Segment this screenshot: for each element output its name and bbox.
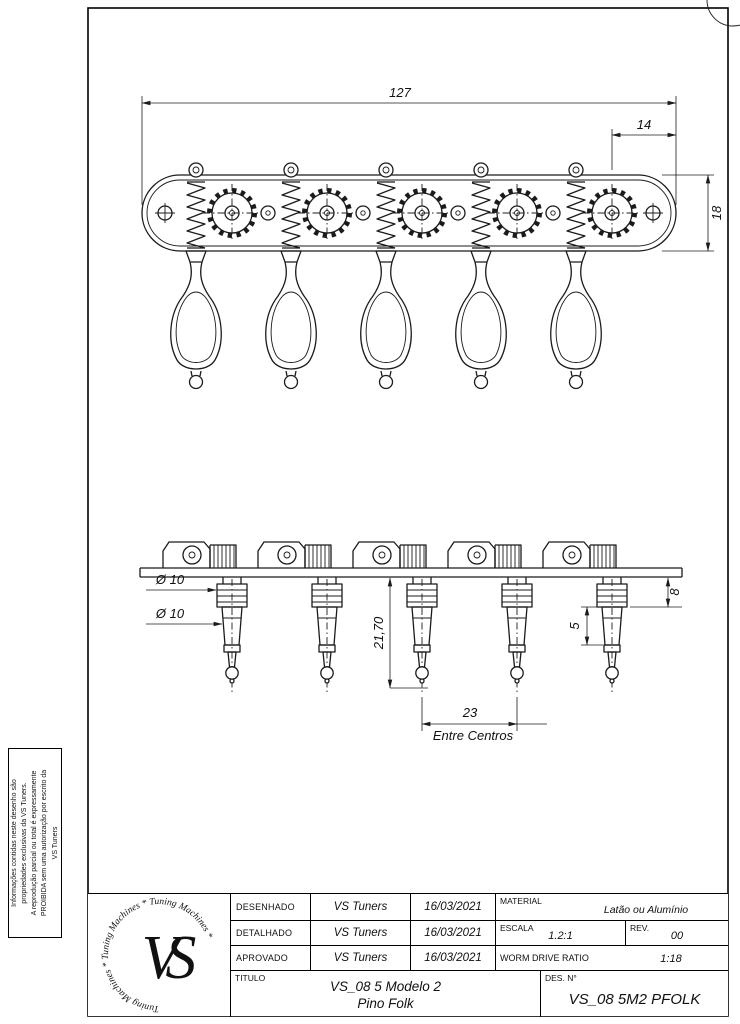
- copyright-line: PROIBIDA sem uma autorização por escrito…: [41, 769, 49, 917]
- titulo-line1: VS_08 5 Modelo 2: [329, 979, 442, 995]
- material-cell: MATERIAL Latão ou Alumínio: [495, 894, 728, 920]
- tuner-gear: [583, 184, 641, 242]
- string-post: [406, 576, 438, 693]
- rev-cell: REV. 00: [625, 920, 728, 945]
- screw-hole: [450, 205, 466, 221]
- front-view: Ø 10 Ø 10 21,70 8 5 23 Entre Centros: [139, 541, 683, 743]
- aprovado-value: VS Tuners: [310, 945, 410, 970]
- string-post: [596, 576, 628, 693]
- logo-cell: Tuning Machines * Tuning Machines * Tuni…: [88, 894, 230, 1017]
- worm-drive-ratio-label: WORM DRIVE RATIO: [500, 953, 589, 963]
- rev-value: 00: [670, 930, 684, 942]
- desenhado-date: 16/03/2021: [410, 894, 495, 920]
- desenhado-value: VS Tuners: [310, 894, 410, 920]
- escala-label: ESCALA: [500, 923, 534, 933]
- dim-center-spacing: 23: [462, 705, 478, 720]
- titulo-line2: Pino Folk: [357, 996, 414, 1011]
- tuner-button: [265, 250, 317, 390]
- copyright-line: A reprodução parcial ou total é expressa…: [31, 770, 39, 916]
- dim-total-width: 127: [389, 85, 411, 100]
- mount-hole-right: [642, 202, 664, 224]
- worm-spring: [376, 162, 396, 249]
- dim-end-offset: 14: [637, 117, 651, 132]
- title-block: Tuning Machines * Tuning Machines * Tuni…: [88, 893, 728, 1017]
- tuner-gear: [393, 184, 451, 242]
- tuner-button: [360, 250, 412, 390]
- gear-housing: [447, 541, 522, 569]
- drawing-frame: [87, 7, 729, 1017]
- dim-dia-shaft: Ø 10: [155, 606, 185, 621]
- gear-housing: [162, 541, 237, 569]
- dim-post-height: 21,70: [371, 616, 386, 650]
- worm-spring: [281, 162, 301, 249]
- copyright-notice-text: Informações contidas neste desenho são p…: [10, 751, 60, 935]
- drawing-number-cell: DES. N° VS_08 5M2 PFOLK: [540, 970, 728, 1017]
- rev-label: REV.: [630, 923, 650, 933]
- screw-hole: [355, 205, 371, 221]
- tuner-button: [550, 250, 602, 390]
- desenhado-label: DESENHADO: [230, 894, 310, 920]
- detalhado-label: DETALHADO: [230, 920, 310, 945]
- dim-bushing-height: 8: [667, 588, 682, 596]
- vs-tuners-logo: Tuning Machines * Tuning Machines * Tuni…: [101, 897, 214, 1013]
- detalhado-date: 16/03/2021: [410, 920, 495, 945]
- titulo-label: TITULO: [235, 973, 266, 983]
- tuner-button: [455, 250, 507, 390]
- string-post: [501, 576, 533, 693]
- worm-drive-ratio-cell: WORM DRIVE RATIO 1:18: [495, 945, 728, 970]
- aprovado-label: APROVADO: [230, 945, 310, 970]
- copyright-line: VS Tuners: [51, 826, 59, 860]
- gear-housing: [542, 541, 617, 569]
- titulo-cell: TITULO VS_08 5 Modelo 2 Pino Folk: [230, 970, 540, 1017]
- worm-spring: [471, 162, 491, 249]
- dim-center-spacing-label: Entre Centros: [433, 728, 514, 743]
- copyright-line: propriedades exclusivas da VS Tuners.: [21, 782, 29, 904]
- escala-value: 1.2:1: [548, 930, 573, 942]
- dim-plate-width: 18: [709, 205, 724, 220]
- copyright-notice: Informações contidas neste desenho são p…: [8, 748, 62, 938]
- plate-edge: [139, 567, 683, 578]
- tuner-gear: [298, 184, 356, 242]
- drawing-number-value: VS_08 5M2 PFOLK: [568, 990, 701, 1008]
- gear-housing: [257, 541, 332, 569]
- tuner-plate-inner-outline: [146, 179, 672, 247]
- screw-hole: [545, 205, 561, 221]
- mount-hole-left: [154, 202, 176, 224]
- escala-cell: ESCALA 1.2:1: [495, 920, 625, 945]
- tuner-button: [170, 250, 222, 390]
- material-label: MATERIAL: [500, 896, 542, 906]
- worm-spring: [566, 162, 586, 249]
- string-post: [216, 576, 248, 693]
- worm-drive-ratio-value: 1:18: [660, 953, 682, 965]
- titulo-value: VS_08 5 Modelo 2 Pino Folk: [231, 971, 540, 1017]
- screw-hole: [260, 205, 276, 221]
- drawing-number-label: DES. N°: [545, 973, 577, 983]
- material-value: Latão ou Alumínio: [603, 904, 689, 916]
- aprovado-date: 16/03/2021: [410, 945, 495, 970]
- corner-mark: [706, 0, 740, 27]
- logo-monogram: VS: [142, 924, 196, 992]
- dim-dia-bushing: Ø 10: [155, 572, 185, 587]
- copyright-line: Informações contidas neste desenho são: [11, 779, 18, 907]
- string-post: [311, 576, 343, 693]
- worm-spring: [186, 162, 206, 249]
- dim-step-height: 5: [567, 622, 582, 630]
- tuner-plate-outline: [141, 174, 677, 252]
- tuner-gear: [203, 184, 261, 242]
- top-view: 127 14 18: [141, 85, 724, 390]
- gear-housing: [352, 541, 427, 569]
- tuner-gear: [488, 184, 546, 242]
- detalhado-value: VS Tuners: [310, 920, 410, 945]
